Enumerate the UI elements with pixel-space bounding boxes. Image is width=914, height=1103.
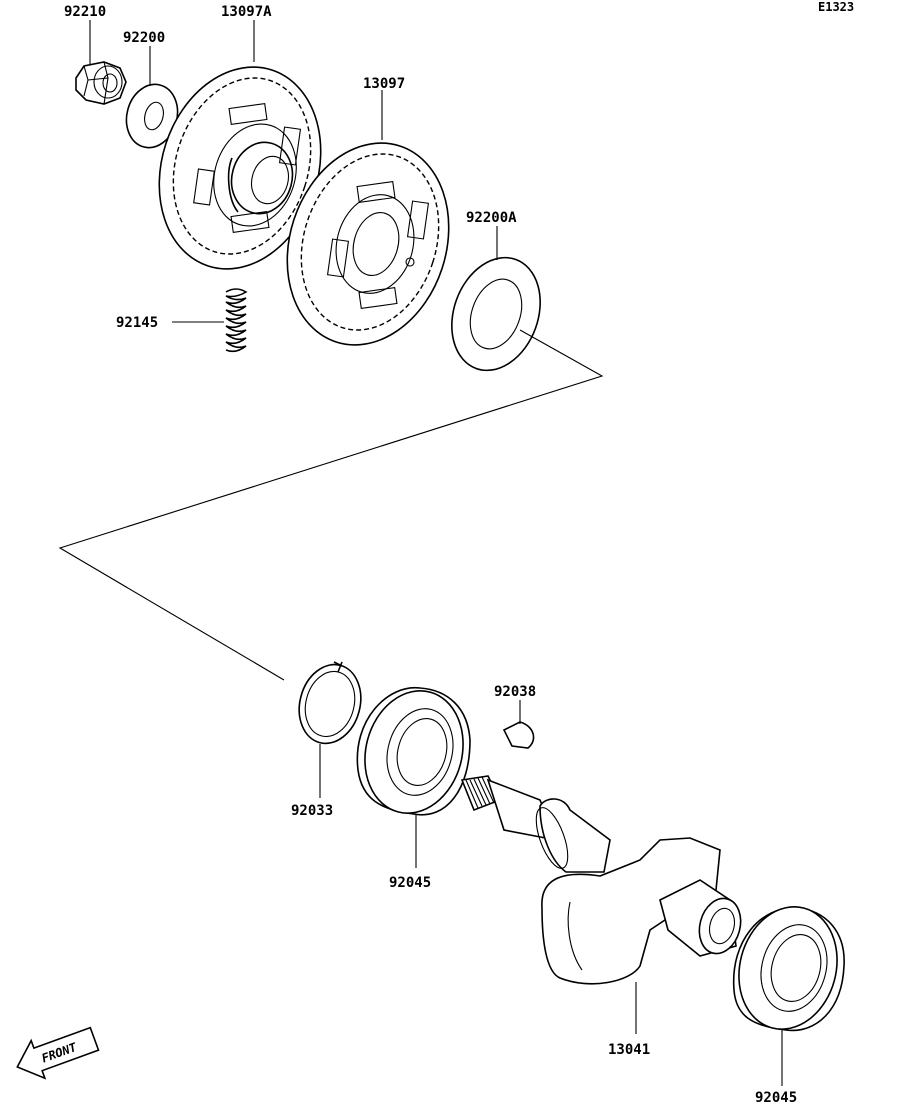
front-arrow-indicator: FRONT [16,1026,100,1080]
part-number-92045-right: 92045 [755,1090,797,1103]
alignment-line [58,329,604,681]
spring-92145[interactable] [225,288,248,353]
part-number-92210: 92210 [64,4,106,20]
part-number-13041: 13041 [608,1042,650,1058]
washer-92200a[interactable] [437,245,556,383]
nut-92210[interactable] [75,61,127,105]
gear-13097[interactable] [262,122,474,366]
diagram-code: E1323 [818,0,854,14]
part-number-92033: 92033 [291,803,333,819]
part-number-92200: 92200 [123,30,165,46]
part-number-92200a: 92200A [466,210,517,226]
part-number-13097: 13097 [363,76,405,92]
part-number-13097a: 13097A [221,4,272,20]
part-number-92045-left: 92045 [389,875,431,891]
part-number-92145: 92145 [116,315,158,331]
key-92038[interactable] [502,721,535,749]
bearing-92045-right[interactable] [726,896,851,1041]
balancer-shaft-13041[interactable] [460,775,747,985]
circlip-92033[interactable] [291,658,370,751]
part-number-92038: 92038 [494,684,536,700]
bearing-92045-left[interactable] [352,680,477,825]
